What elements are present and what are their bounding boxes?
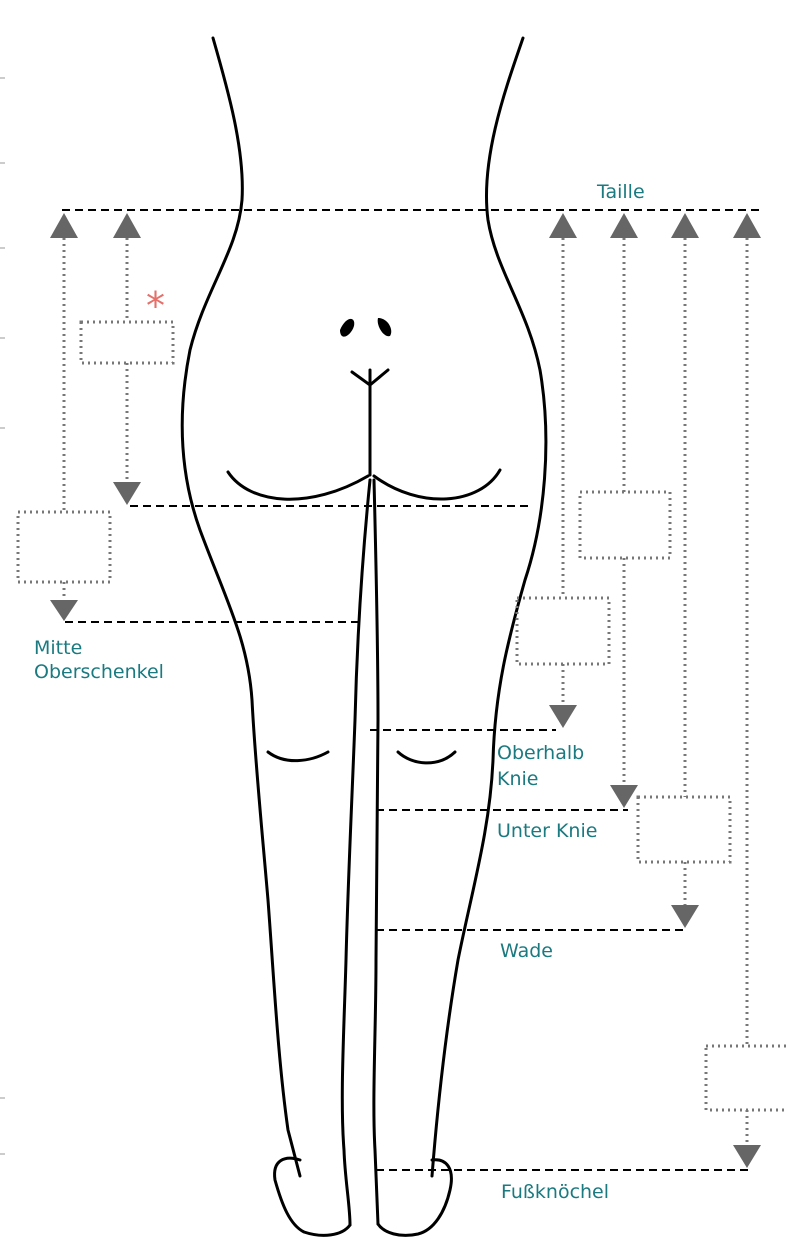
- knee-crease-right: [398, 752, 455, 763]
- label-oberhalb-knie-line1: Oberhalb: [497, 741, 584, 765]
- label-taille: Taille: [597, 180, 645, 204]
- arrow-up-icon: [50, 213, 78, 238]
- arrow-down-icon: [50, 600, 78, 621]
- dotted-boxes: [18, 322, 787, 1110]
- knee-crease-left: [268, 752, 328, 761]
- mitte-oberschenkel-box: [18, 512, 110, 582]
- left-foot: [275, 1158, 350, 1235]
- arrow-down-icon: [549, 705, 577, 728]
- arrow-up-icon: [549, 213, 577, 238]
- buttock-fold-left: [228, 472, 368, 499]
- dotted-connectors: [64, 238, 747, 1145]
- outer-left-contour: [182, 38, 300, 1176]
- arrow-up-icon: [610, 213, 638, 238]
- arrow-down-icon: [113, 482, 141, 505]
- asterisk-marker: *: [146, 287, 165, 325]
- wade-box: [638, 797, 730, 862]
- dimple-left-icon: [340, 319, 354, 337]
- fussknoechel-box: [706, 1046, 787, 1110]
- unter-knie-box: [580, 492, 670, 558]
- buttock-fold-right: [374, 470, 500, 499]
- hip-box: [81, 322, 173, 363]
- right-foot: [378, 1160, 451, 1236]
- label-unter-knie: Unter Knie: [497, 819, 597, 843]
- label-fussknoechel: Fußknöchel: [501, 1180, 609, 1204]
- arrow-down-icon: [733, 1145, 761, 1168]
- edge-ticks: [0, 78, 5, 1154]
- arrow-down-icon: [610, 785, 638, 808]
- oberhalb-knie-box: [517, 598, 609, 664]
- label-mitte-oberschenkel-line1: Mitte: [34, 636, 82, 660]
- arrow-up-icon: [733, 213, 761, 238]
- right-inner-leg: [374, 480, 378, 1224]
- dimples: [340, 318, 391, 337]
- arrowheads: [50, 213, 761, 1168]
- dimple-right-icon: [378, 318, 392, 336]
- arrow-up-icon: [113, 213, 141, 238]
- label-oberhalb-knie-line2: Knie: [497, 767, 538, 791]
- label-mitte-oberschenkel-line2: Oberschenkel: [34, 660, 164, 684]
- left-inner-leg: [342, 480, 370, 1225]
- arrow-up-icon: [671, 213, 699, 238]
- label-wade: Wade: [500, 939, 553, 963]
- outer-right-contour: [432, 38, 546, 1176]
- arrow-down-icon: [671, 905, 699, 928]
- body-outline: [182, 38, 546, 1235]
- measurement-lines: [62, 210, 762, 1170]
